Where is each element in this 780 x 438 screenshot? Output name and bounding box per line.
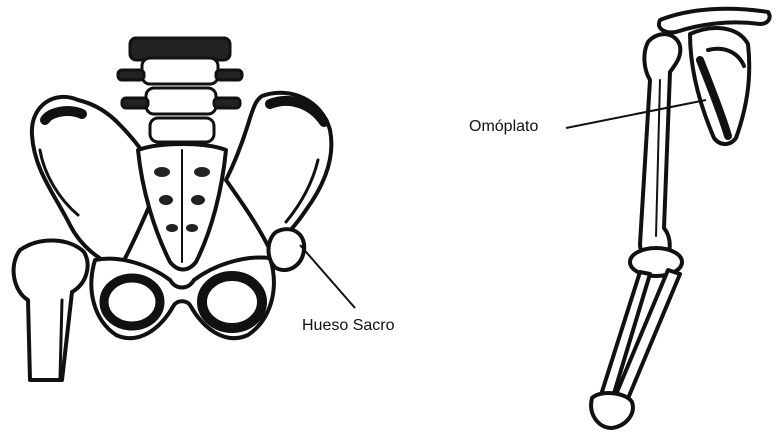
right-obturator-foramen [202, 276, 262, 328]
sacrum-label: Hueso Sacro [302, 317, 395, 335]
wrist [591, 393, 633, 428]
scapula-label: Omóplato [469, 118, 538, 136]
humerus [640, 34, 680, 263]
left-obturator-foramen [104, 278, 160, 326]
lumbar-vertebrae [118, 38, 242, 142]
scapula [690, 28, 749, 144]
left-femur [14, 240, 88, 380]
scapula-leader-line [566, 100, 706, 128]
pelvis-illustration [14, 38, 332, 380]
sacrum-leader-line [300, 245, 355, 308]
right-femur-head [269, 229, 305, 270]
arm-illustration [591, 9, 769, 428]
